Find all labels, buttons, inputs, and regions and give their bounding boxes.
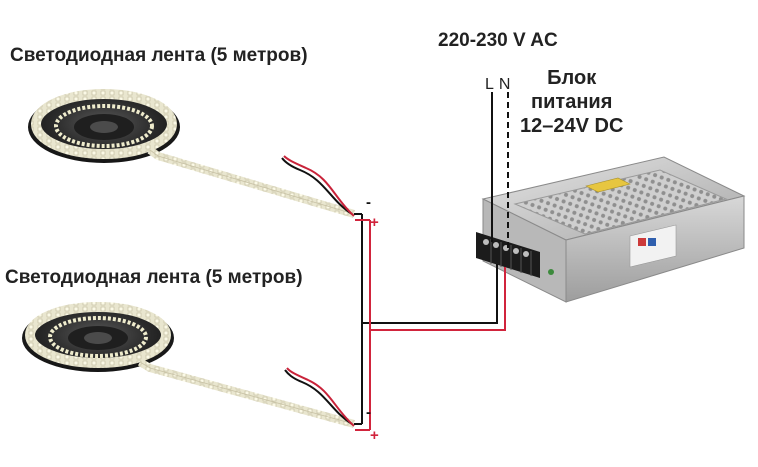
power-supply-title-line2: питания xyxy=(531,91,613,113)
line-label: L xyxy=(485,76,499,93)
power-supply-title: Блок питания 12–24V DC xyxy=(520,66,623,138)
negative-wire xyxy=(354,213,498,425)
strip-2-plus-sign: + xyxy=(370,427,379,444)
strip-2-pigtail xyxy=(284,367,355,427)
mains-voltage-label: 220-230 V AC xyxy=(438,30,558,51)
power-supply-title-line3: 12–24V DC xyxy=(520,115,624,137)
strip-2-minus-sign: - xyxy=(366,404,371,421)
power-supply-unit xyxy=(476,156,746,303)
power-supply-title-line1: Блок xyxy=(547,67,597,89)
line-neutral-labels: LN xyxy=(485,76,515,94)
strip-2-title: Светодиодная лента (5 метров) xyxy=(5,267,303,288)
led-reel-1 xyxy=(28,89,356,218)
led-reel-2 xyxy=(22,302,356,428)
strip-1-plus-sign: + xyxy=(370,214,379,231)
strip-1-title: Светодиодная лента (5 метров) xyxy=(10,45,308,66)
strip-1-pigtail xyxy=(281,155,355,217)
positive-wire xyxy=(355,219,506,431)
neutral-label: N xyxy=(498,76,516,93)
strip-1-minus-sign: - xyxy=(366,194,371,211)
